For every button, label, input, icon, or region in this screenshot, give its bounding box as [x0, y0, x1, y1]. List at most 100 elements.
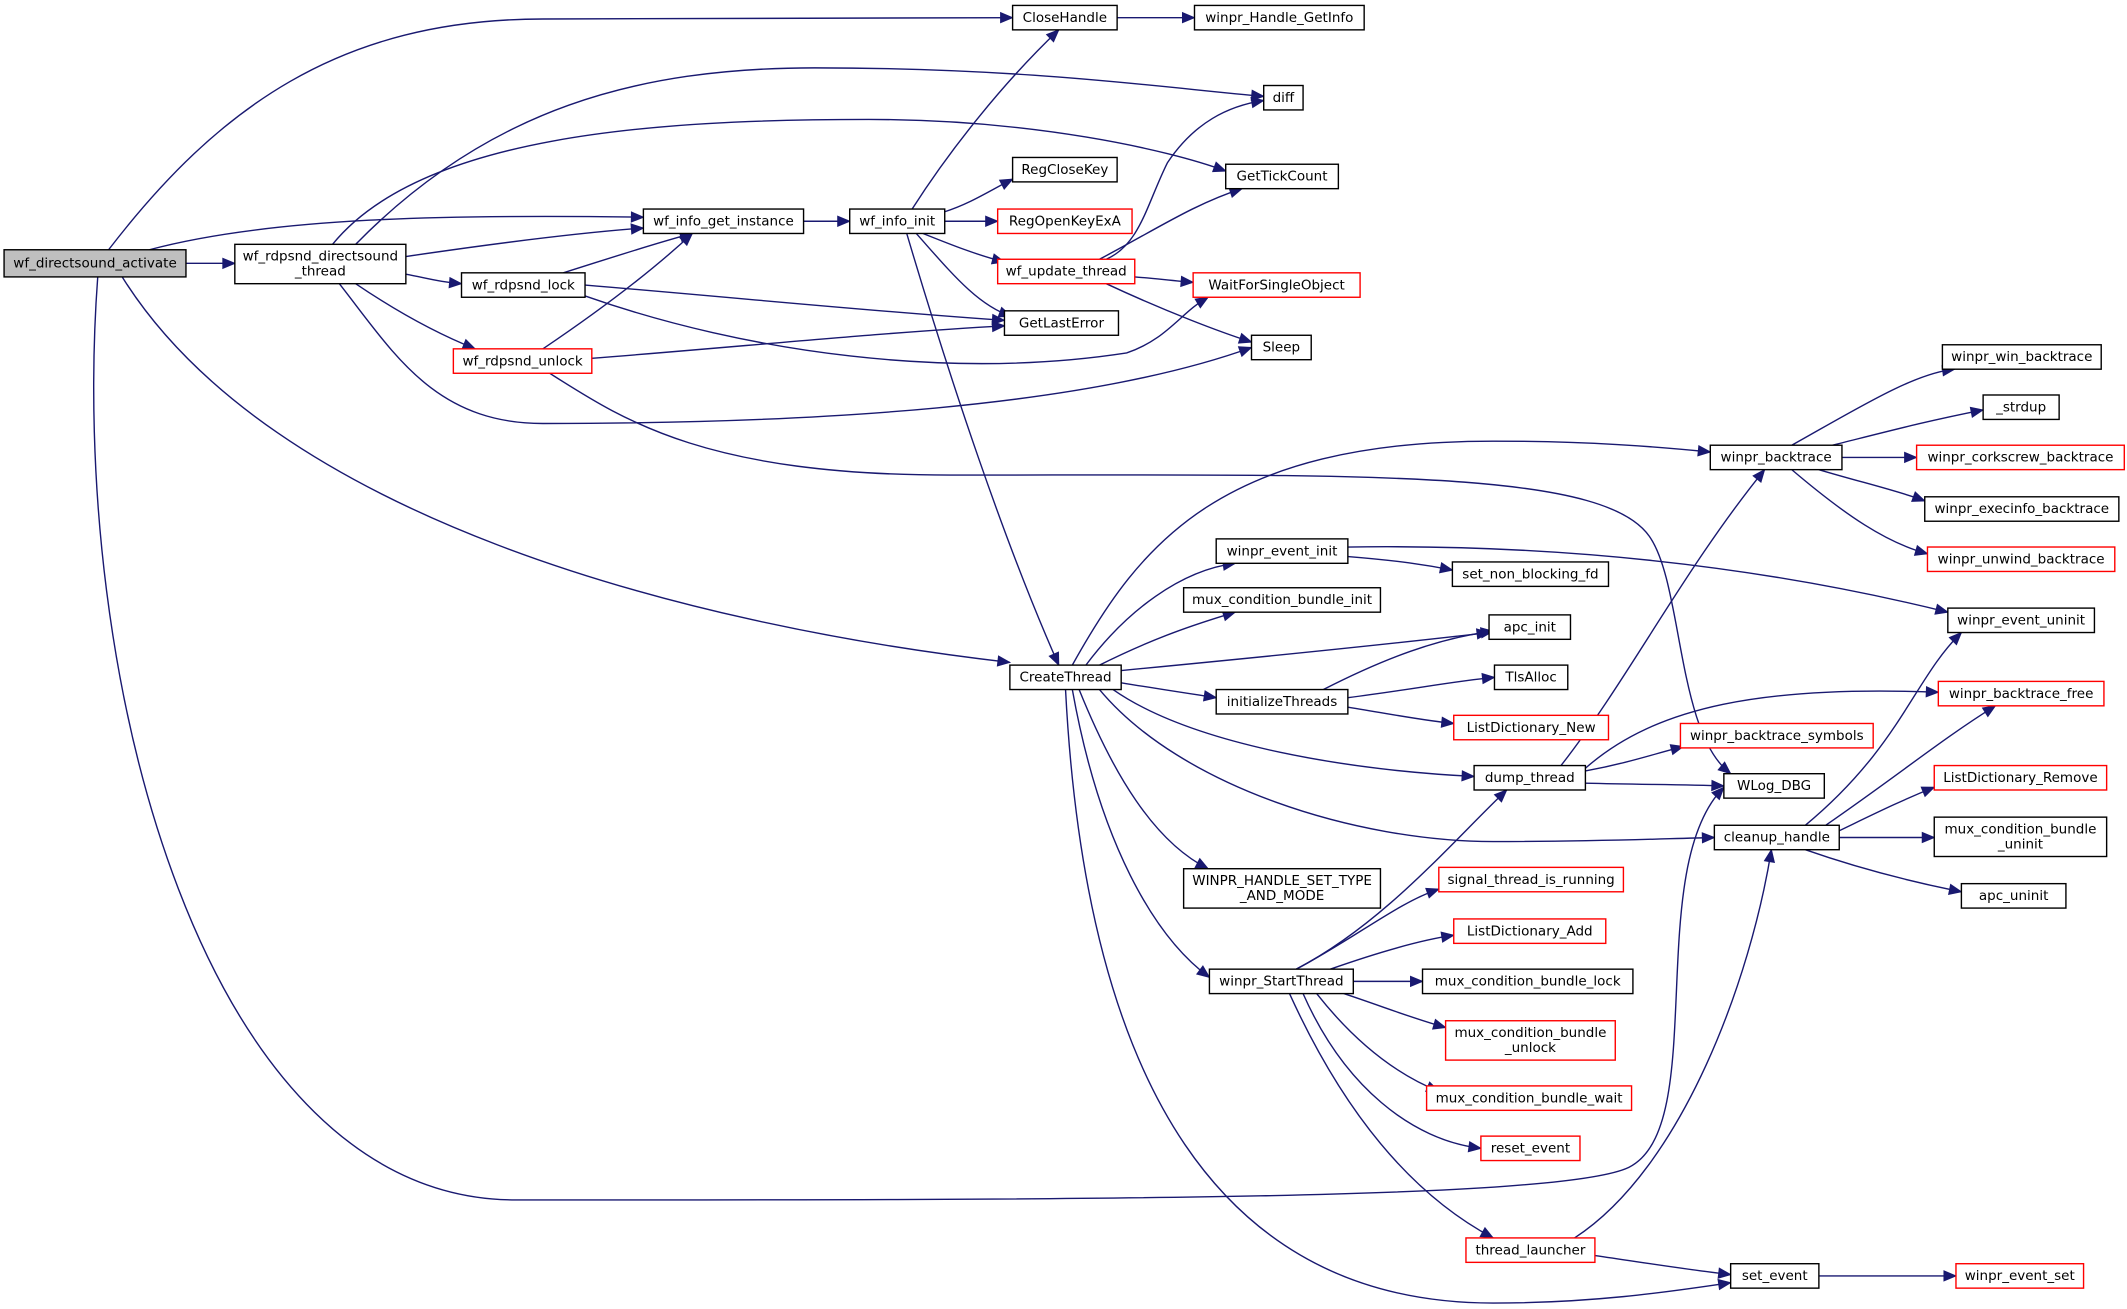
node-createthread[interactable]: CreateThread	[1009, 664, 1122, 691]
node-cleanuphandle[interactable]: cleanup_handle	[1713, 824, 1840, 851]
node-resetevent[interactable]: reset_event	[1480, 1135, 1581, 1162]
node-box[interactable]	[1250, 334, 1312, 361]
node-box[interactable]	[1444, 1020, 1616, 1061]
node-box[interactable]	[1473, 764, 1587, 791]
node-box[interactable]	[1723, 773, 1826, 799]
node-corkscrew[interactable]: winpr_corkscrew_backtrace	[1915, 444, 2125, 471]
node-box[interactable]	[1453, 918, 1607, 945]
node-muxunlock[interactable]: mux_condition_bundle_unlock	[1444, 1020, 1616, 1061]
node-box[interactable]	[996, 208, 1133, 235]
node-muxlock[interactable]: mux_condition_bundle_lock	[1421, 968, 1634, 995]
node-box[interactable]	[452, 348, 593, 374]
node-listdictremove[interactable]: ListDictionary_Remove	[1933, 764, 2108, 791]
node-box[interactable]	[1937, 680, 2105, 707]
node-muxuninit[interactable]: mux_condition_bundle_uninit	[1933, 816, 2108, 858]
node-updatethread[interactable]: wf_update_thread	[996, 258, 1136, 285]
node-strdup[interactable]: _strdup	[1982, 394, 2060, 421]
node-waitforsingle[interactable]: WaitForSingleObject	[1192, 272, 1361, 298]
node-box[interactable]	[1421, 968, 1634, 995]
node-box[interactable]	[1713, 824, 1840, 851]
node-sleep[interactable]: Sleep	[1250, 334, 1312, 361]
node-dsthread[interactable]: wf_rdpsnd_directsound_thread	[234, 243, 407, 285]
node-box[interactable]	[1451, 561, 1610, 588]
node-closehandle[interactable]: CloseHandle	[1011, 4, 1118, 31]
node-unwind[interactable]: winpr_unwind_backtrace	[1926, 546, 2116, 573]
node-box[interactable]	[642, 208, 805, 235]
node-tlsalloc[interactable]: TlsAlloc	[1493, 664, 1569, 691]
node-box[interactable]	[1208, 968, 1355, 995]
node-box[interactable]	[1215, 688, 1349, 715]
node-box[interactable]	[3, 249, 187, 278]
node-box[interactable]	[1488, 614, 1572, 641]
node-box[interactable]	[1933, 816, 2108, 858]
node-winbacktrace[interactable]: winpr_win_backtrace	[1941, 344, 2102, 370]
node-getinst[interactable]: wf_info_get_instance	[642, 208, 805, 235]
node-box[interactable]	[1225, 163, 1340, 190]
node-eventset[interactable]: winpr_event_set	[1955, 1263, 2085, 1289]
node-rdpunlock[interactable]: wf_rdpsnd_unlock	[452, 348, 593, 374]
node-box[interactable]	[1915, 444, 2125, 471]
node-box[interactable]	[460, 272, 586, 298]
node-box[interactable]	[1425, 1085, 1633, 1112]
node-box[interactable]	[1709, 444, 1843, 471]
node-box[interactable]	[1192, 272, 1361, 298]
node-box[interactable]	[1011, 4, 1118, 31]
node-signalrunning[interactable]: signal_thread_is_running	[1438, 866, 1625, 893]
node-box[interactable]	[1924, 496, 2120, 522]
node-apcuninit[interactable]: apc_uninit	[1960, 882, 2067, 909]
node-eventinit[interactable]: winpr_event_init	[1215, 538, 1349, 565]
node-box[interactable]	[1003, 310, 1120, 336]
node-apcinit[interactable]: apc_init	[1488, 614, 1572, 641]
node-box[interactable]	[1933, 764, 2108, 791]
node-box[interactable]	[1011, 156, 1118, 183]
node-box[interactable]	[1982, 394, 2060, 421]
node-startthread[interactable]: winpr_StartThread	[1208, 968, 1355, 995]
node-box[interactable]	[1960, 882, 2067, 909]
node-muxinit[interactable]: mux_condition_bundle_init	[1182, 587, 1382, 613]
node-box[interactable]	[849, 208, 946, 235]
node-activate[interactable]: wf_directsound_activate	[3, 249, 187, 278]
node-wlogdbg[interactable]: WLog_DBG	[1723, 773, 1826, 799]
node-handlegetinfo[interactable]: winpr_Handle_GetInfo	[1193, 4, 1365, 31]
node-infoinit[interactable]: wf_info_init	[849, 208, 946, 235]
node-muxwait[interactable]: mux_condition_bundle_wait	[1425, 1085, 1633, 1112]
node-threadlauncher[interactable]: thread_launcher	[1465, 1237, 1596, 1264]
node-box[interactable]	[1193, 4, 1365, 31]
node-box[interactable]	[1215, 538, 1349, 565]
node-box[interactable]	[1493, 664, 1569, 691]
node-box[interactable]	[1182, 868, 1382, 909]
node-box[interactable]	[996, 258, 1136, 285]
node-box[interactable]	[1679, 722, 1874, 749]
node-eventuninit[interactable]: winpr_event_uninit	[1947, 607, 2096, 634]
node-execinfo[interactable]: winpr_execinfo_backtrace	[1924, 496, 2120, 522]
node-box[interactable]	[1926, 546, 2116, 573]
node-box[interactable]	[234, 243, 407, 285]
node-box[interactable]	[1438, 866, 1625, 893]
node-dumpthread[interactable]: dump_thread	[1473, 764, 1587, 791]
node-backtracesymbols[interactable]: winpr_backtrace_symbols	[1679, 722, 1874, 749]
node-diff[interactable]: diff	[1263, 84, 1304, 111]
node-setevent[interactable]: set_event	[1729, 1263, 1820, 1289]
node-box[interactable]	[1955, 1263, 2085, 1289]
node-box[interactable]	[1263, 84, 1304, 111]
node-rdplock[interactable]: wf_rdpsnd_lock	[460, 272, 586, 298]
node-box[interactable]	[1465, 1237, 1596, 1264]
node-box[interactable]	[1480, 1135, 1581, 1162]
node-listdictnew[interactable]: ListDictionary_New	[1453, 714, 1610, 741]
node-box[interactable]	[1182, 587, 1382, 613]
node-box[interactable]	[1729, 1263, 1820, 1289]
node-box[interactable]	[1009, 664, 1122, 691]
node-getlasterror[interactable]: GetLastError	[1003, 310, 1120, 336]
node-backtrace[interactable]: winpr_backtrace	[1709, 444, 1843, 471]
node-box[interactable]	[1947, 607, 2096, 634]
node-listdictadd[interactable]: ListDictionary_Add	[1453, 918, 1607, 945]
node-handlesettype[interactable]: WINPR_HANDLE_SET_TYPE_AND_MODE	[1182, 868, 1382, 909]
node-regclosekey[interactable]: RegCloseKey	[1011, 156, 1118, 183]
node-initthreads[interactable]: initializeThreads	[1215, 688, 1349, 715]
node-box[interactable]	[1453, 714, 1610, 741]
node-backtracefree[interactable]: winpr_backtrace_free	[1937, 680, 2105, 707]
node-gettickcount[interactable]: GetTickCount	[1225, 163, 1340, 190]
node-box[interactable]	[1941, 344, 2102, 370]
node-setnonblocking[interactable]: set_non_blocking_fd	[1451, 561, 1610, 588]
node-regopenkey[interactable]: RegOpenKeyExA	[996, 208, 1133, 235]
